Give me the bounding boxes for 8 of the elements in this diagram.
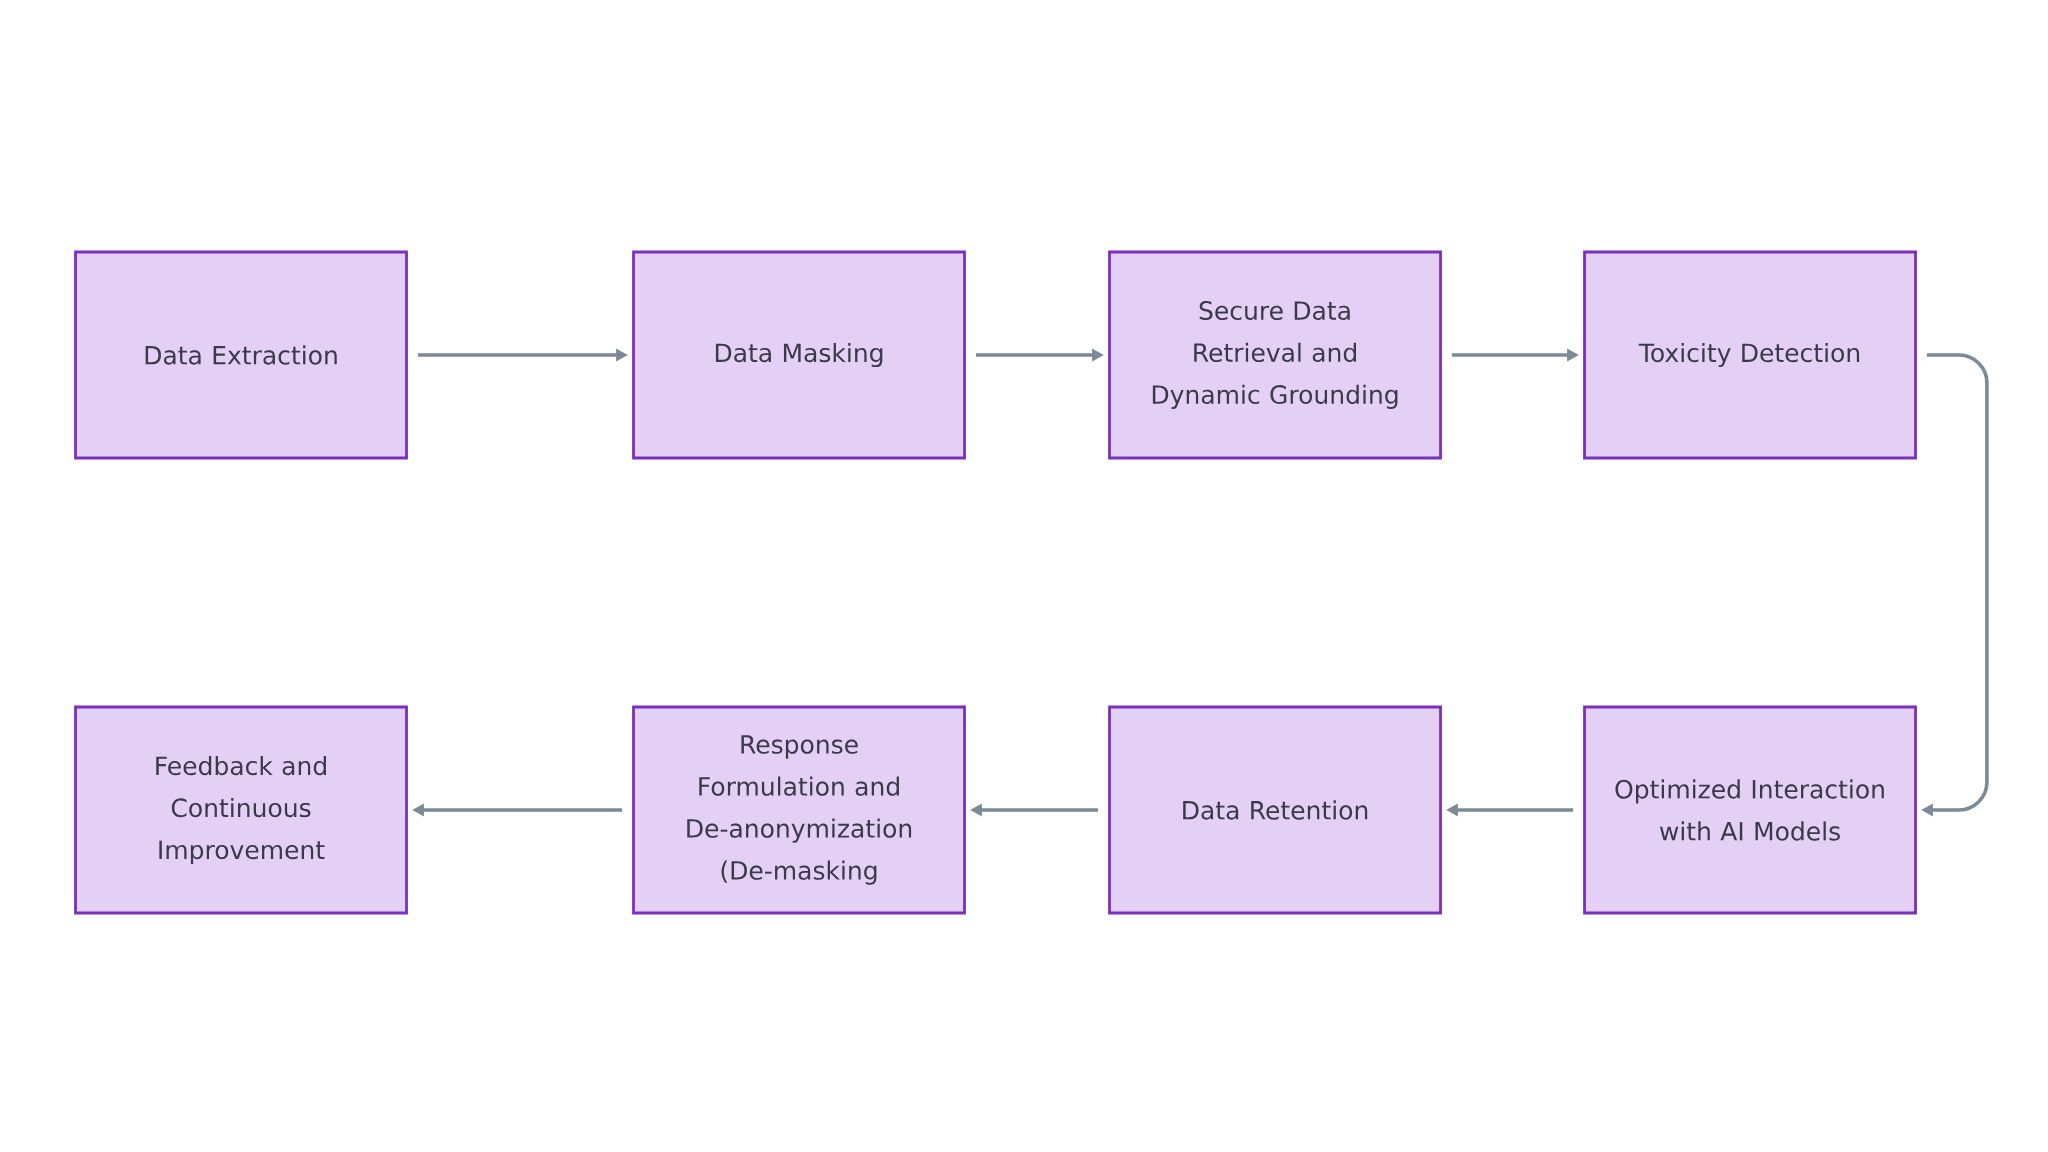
- process-box: Feedback and Continuous Improvement: [74, 705, 408, 915]
- process-box: Secure Data Retrieval and Dynamic Grounding: [1108, 250, 1442, 460]
- process-box: Response Formulation and De-anonymization (De-masking: [632, 705, 966, 915]
- process-box: Data Retention: [1108, 705, 1442, 915]
- process-box: Data Masking: [632, 250, 966, 460]
- process-box: Optimized Interaction with AI Models: [1583, 705, 1917, 915]
- process-box: Data Extraction: [74, 250, 408, 460]
- process-box: Toxicity Detection: [1583, 250, 1917, 460]
